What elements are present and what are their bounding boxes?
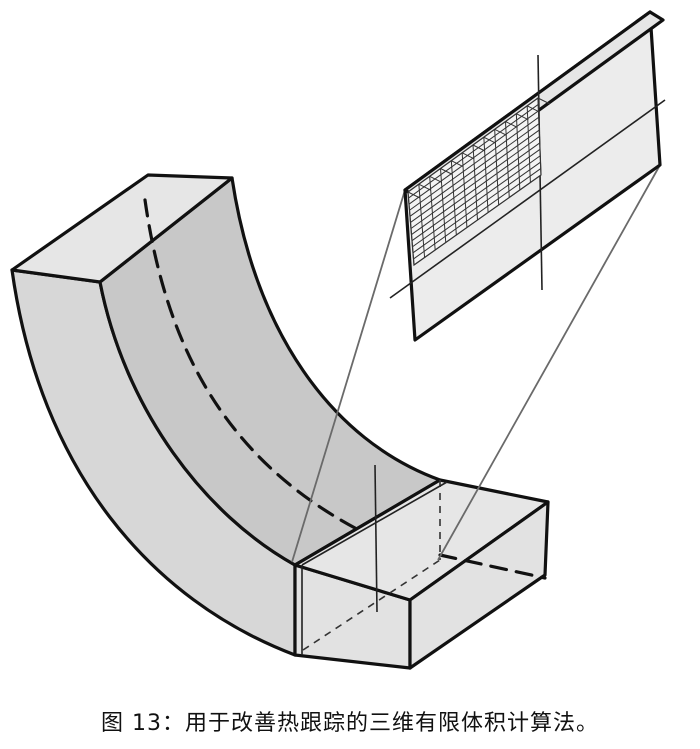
section-cut-line-2 <box>301 481 448 566</box>
figure-caption: 图 13：用于改善热跟踪的三维有限体积计算法。 <box>101 711 599 736</box>
mesh-line-horizontal <box>412 155 541 248</box>
box-hidden-edge-dashed <box>438 553 547 580</box>
mesh-line-horizontal <box>409 116 540 211</box>
mesh-line-horizontal <box>408 104 539 199</box>
mesh-line-horizontal <box>411 142 541 235</box>
mesh-line-horizontal <box>410 129 540 223</box>
mesh-line-horizontal <box>409 123 540 217</box>
mesh-line-horizontal <box>408 110 539 205</box>
section-axis-vertical <box>374 464 378 613</box>
mesh-edge-tick <box>483 136 497 144</box>
finite-volume-diagram <box>10 10 666 670</box>
mesh-edge-tick <box>461 152 475 160</box>
mesh-edge-tick <box>429 175 442 183</box>
mesh-line-horizontal <box>411 148 541 242</box>
finite-volume-mesh-grid <box>407 96 551 267</box>
mesh-edge-tick <box>407 191 421 199</box>
projection-line-right <box>437 164 661 561</box>
mesh-line-horizontal <box>413 168 542 260</box>
mesh-edge-tick <box>494 128 507 136</box>
mesh-edge-tick <box>451 160 464 168</box>
mesh-edge-tick <box>516 113 529 121</box>
mesh-edge-tick <box>505 121 518 128</box>
mesh-line-horizontal <box>410 136 540 229</box>
straight-section-side-face <box>408 500 550 670</box>
plate-axis-horizontal <box>389 99 666 299</box>
mesh-edge-tick <box>418 183 432 191</box>
mesh-edge-tick <box>440 168 453 175</box>
projection-line-left <box>291 189 406 563</box>
mesh-edge-tick <box>472 144 486 152</box>
mesh-edge-tick <box>537 97 551 105</box>
duct-top-end-face <box>10 173 234 284</box>
mesh-edge-tick <box>526 105 540 113</box>
duct-centerline-dashed <box>143 198 357 530</box>
mesh-line-horizontal <box>413 174 542 266</box>
box-hidden-edge-2-dashed <box>302 559 441 651</box>
mesh-line-horizontal <box>412 161 541 254</box>
